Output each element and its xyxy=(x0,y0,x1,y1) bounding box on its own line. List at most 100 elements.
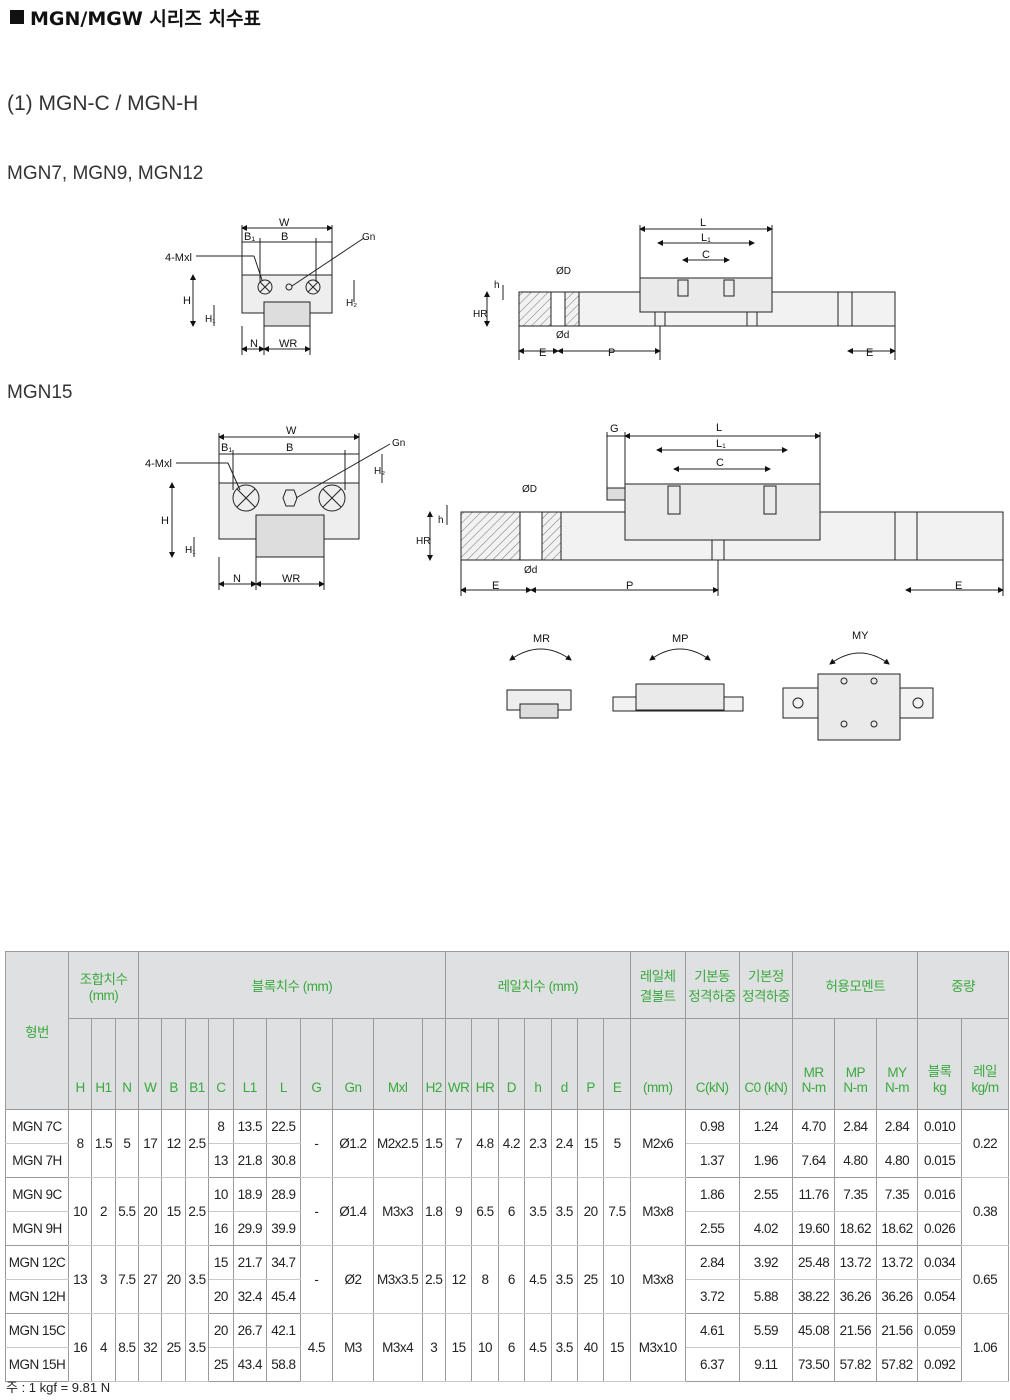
table-cell: MGN 7C xyxy=(5,1109,69,1144)
table-cell: M3x8 xyxy=(629,1245,686,1314)
table-cell: 18.62 xyxy=(875,1211,919,1246)
col-header: C xyxy=(208,1018,234,1110)
table-cell: 4.8 xyxy=(471,1109,499,1178)
table-cell: 0.054 xyxy=(917,1279,962,1314)
table-cell: 4.2 xyxy=(497,1109,526,1178)
col-header: C(kN) xyxy=(684,1018,740,1110)
table-cell: 6 xyxy=(497,1245,526,1314)
col-header: HR xyxy=(471,1018,499,1110)
table-cell: 19.60 xyxy=(792,1211,835,1246)
label-p-small: P xyxy=(608,347,615,359)
label-hr-small: HR xyxy=(473,309,487,320)
table-cell: 3.5 xyxy=(184,1313,210,1382)
table-cell: 32 xyxy=(138,1313,163,1382)
table-cell: 32.4 xyxy=(232,1279,268,1314)
col-header: Gn xyxy=(332,1018,374,1110)
label-l1-15: L₁ xyxy=(716,438,726,450)
table-cell: 45.08 xyxy=(792,1313,835,1348)
table-cell: 22.5 xyxy=(266,1109,301,1144)
label-wr-15: WR xyxy=(282,573,300,585)
label-od-15: ØD xyxy=(522,484,537,495)
table-cell: 0.22 xyxy=(961,1109,1009,1178)
table-cell: - xyxy=(299,1245,334,1314)
table-cell: 3.5 xyxy=(550,1177,578,1246)
table-cell: 4.02 xyxy=(738,1211,794,1246)
table-cell: 29.9 xyxy=(232,1211,268,1246)
table-cell: 7 xyxy=(444,1109,473,1178)
table-cell: Ø2 xyxy=(332,1245,374,1314)
table-cell: 45.4 xyxy=(266,1279,301,1314)
label-h-small: H xyxy=(183,295,191,307)
table-cell: 10 xyxy=(208,1177,234,1212)
table-cell: 15 xyxy=(444,1313,473,1382)
label-b-15: B xyxy=(286,442,293,454)
table-cell: 36.26 xyxy=(875,1279,919,1314)
label-l1-small: L₁ xyxy=(701,232,711,244)
page-title: MGN/MGW 시리즈 치수표 xyxy=(10,4,261,31)
table-cell: 6.5 xyxy=(471,1177,499,1246)
table-cell: 6 xyxy=(497,1177,526,1246)
table-cell: 2.3 xyxy=(524,1109,552,1178)
table-cell: 0.016 xyxy=(917,1177,962,1212)
table-cell: MGN 9H xyxy=(5,1211,69,1246)
table-cell: MGN 7H xyxy=(5,1143,69,1178)
table-cell: 28.9 xyxy=(266,1177,301,1212)
label-mp: MP xyxy=(672,633,689,645)
hdr-dynamic: 기본동 정격하중 xyxy=(684,951,740,1019)
table-cell: 21.7 xyxy=(232,1245,268,1280)
table-cell: 8 xyxy=(471,1245,499,1314)
label-b-small: B xyxy=(281,231,288,243)
col-header: WR xyxy=(444,1018,473,1110)
mgn15-side-view xyxy=(427,432,1004,596)
table-cell: 0.026 xyxy=(917,1211,962,1246)
mgn15-cross-section xyxy=(169,433,391,590)
label-g-15: G xyxy=(610,423,619,435)
table-cell: - xyxy=(299,1177,334,1246)
table-cell: MGN 15C xyxy=(5,1313,69,1348)
table-cell: 5.88 xyxy=(738,1279,794,1314)
label-gn-15: Gn xyxy=(392,438,405,449)
table-cell: 4.70 xyxy=(792,1109,835,1144)
label-n-15: N xyxy=(233,573,241,585)
label-e2-small: E xyxy=(866,347,873,359)
table-cell: 25 xyxy=(161,1313,186,1382)
label-b1-small: B₁ xyxy=(244,231,255,243)
label-w-15: W xyxy=(286,425,297,437)
table-cell: 1.5 xyxy=(421,1109,446,1178)
table-cell: Ø1.4 xyxy=(332,1177,374,1246)
table-cell: 3.5 xyxy=(524,1177,552,1246)
table-cell: 8.5 xyxy=(114,1313,140,1382)
table-cell: 4.5 xyxy=(299,1313,334,1382)
table-cell: 25.48 xyxy=(792,1245,835,1280)
col-header: MP N-m xyxy=(834,1018,877,1110)
table-cell: 4.80 xyxy=(834,1143,877,1178)
table-cell: 25 xyxy=(208,1347,234,1382)
table-cell: 15 xyxy=(603,1313,631,1382)
col-header: 블록 kg xyxy=(917,1018,962,1110)
table-cell: MGN 12H xyxy=(5,1279,69,1314)
table-cell: 4.61 xyxy=(684,1313,740,1348)
table-cell: 15 xyxy=(208,1245,234,1280)
col-header: G xyxy=(299,1018,334,1110)
table-cell: 10 xyxy=(603,1245,631,1314)
table-cell: 1.8 xyxy=(421,1177,446,1246)
table-cell: 2.84 xyxy=(875,1109,919,1144)
col-header: C0 (kN) xyxy=(738,1018,794,1110)
table-cell: 0.98 xyxy=(684,1109,740,1144)
table-cell: 16 xyxy=(67,1313,93,1382)
small-cross-section xyxy=(190,225,365,355)
table-cell: 17 xyxy=(138,1109,163,1178)
label-gn-small: Gn xyxy=(362,232,375,243)
table-cell: MGN 9C xyxy=(5,1177,69,1212)
table-cell: M3x3 xyxy=(372,1177,423,1246)
table-cell: 5 xyxy=(603,1109,631,1178)
table-cell: 1.37 xyxy=(684,1143,740,1178)
hdr-moment: 허용모멘트 xyxy=(792,951,919,1019)
hdr-rail: 레일치수 (mm) xyxy=(444,951,631,1019)
table-cell: 10 xyxy=(67,1177,93,1246)
spec-table: 형번 조합치수 (mm) 블록치수 (mm) 레일치수 (mm) 레일체 결볼트… xyxy=(5,951,1009,1382)
table-cell: M3x3.5 xyxy=(372,1245,423,1314)
